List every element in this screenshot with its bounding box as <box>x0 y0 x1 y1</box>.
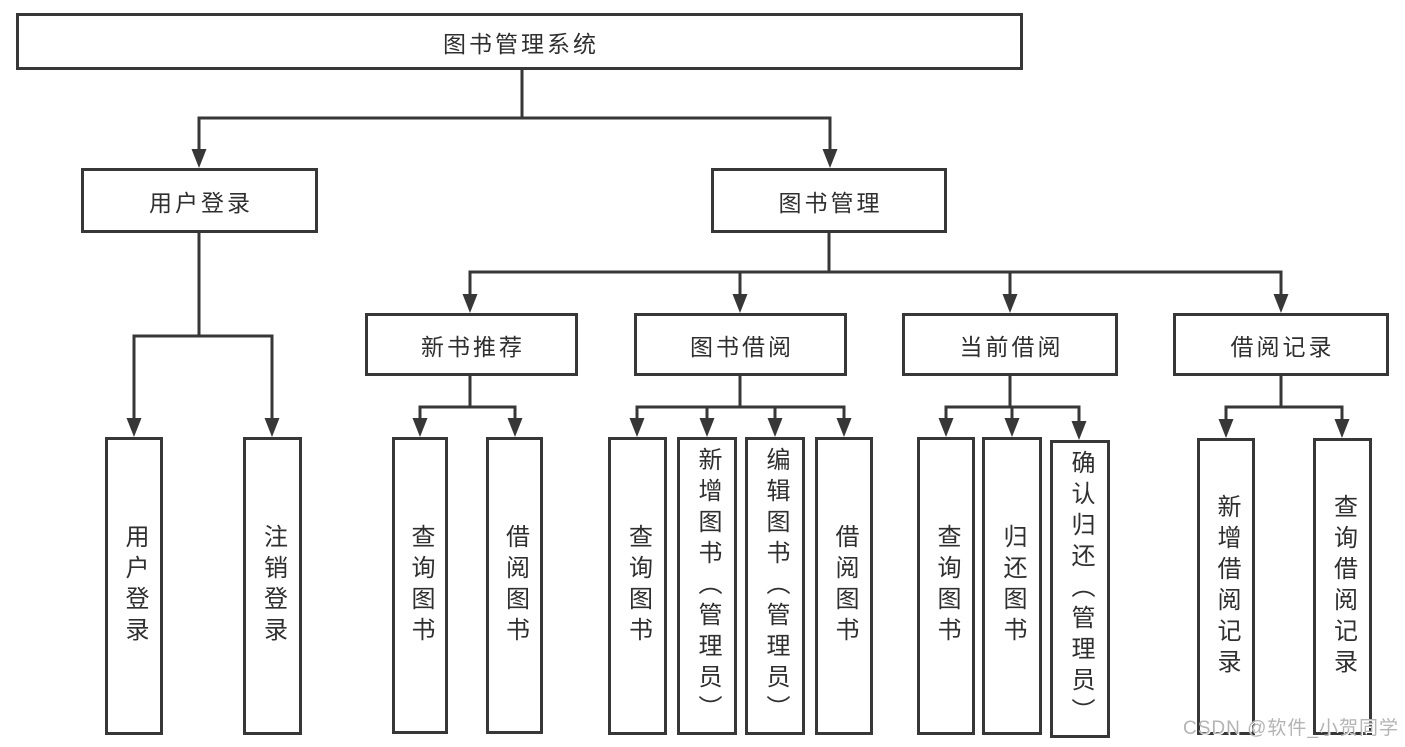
node-book-borrowing: 图书借阅 <box>634 313 847 376</box>
node-user-login: 用户登录 <box>81 168 318 233</box>
node-label: 图书管理系统 <box>443 30 599 57</box>
node-nbr-borrow-books: 借阅图书 <box>486 437 543 734</box>
node-label: 注销登录 <box>259 524 287 648</box>
node-label: 新书推荐 <box>421 333 525 360</box>
node-label: 用户登录 <box>149 189 253 216</box>
node-label: 图书管理 <box>778 189 883 216</box>
node-label: 确认归还（管理员） <box>1067 449 1094 729</box>
node-bb-query-books: 查询图书 <box>608 437 667 735</box>
node-current-borrowing: 当前借阅 <box>902 313 1118 376</box>
node-br-query-record: 查询借阅记录 <box>1313 438 1372 735</box>
node-label: 归还图书 <box>999 524 1026 648</box>
node-cb-confirm-return-admin: 确认归还（管理员） <box>1050 440 1110 738</box>
node-label: 新增借阅记录 <box>1213 493 1240 680</box>
node-borrowing-records: 借阅记录 <box>1173 313 1389 376</box>
node-label: 当前借阅 <box>959 333 1064 360</box>
node-cb-return-books: 归还图书 <box>982 437 1042 735</box>
node-label: 借阅记录 <box>1230 333 1335 360</box>
node-label: 新增图书（管理员） <box>694 446 721 726</box>
node-label: 查询图书 <box>624 524 652 648</box>
node-book-management: 图书管理 <box>711 168 947 233</box>
node-cb-query-books: 查询图书 <box>917 437 975 735</box>
node-root: 图书管理系统 <box>16 13 1023 70</box>
node-label: 编辑图书（管理员） <box>762 446 789 726</box>
node-label: 查询图书 <box>407 523 434 648</box>
node-leaf-logout: 注销登录 <box>243 437 302 735</box>
node-br-add-record: 新增借阅记录 <box>1197 438 1255 735</box>
node-bb-borrow-books: 借阅图书 <box>815 437 873 735</box>
node-nbr-query-books: 查询图书 <box>392 437 448 734</box>
node-bb-add-books-admin: 新增图书（管理员） <box>677 437 737 735</box>
node-label: 图书借阅 <box>690 333 794 360</box>
node-label: 查询借阅记录 <box>1329 493 1357 680</box>
node-bb-edit-books-admin: 编辑图书（管理员） <box>745 437 805 735</box>
node-leaf-user-login: 用户登录 <box>105 437 163 735</box>
node-label: 查询图书 <box>933 524 960 648</box>
node-new-book-recommend: 新书推荐 <box>365 313 578 376</box>
node-label: 借阅图书 <box>501 523 529 648</box>
node-label: 用户登录 <box>121 524 148 648</box>
node-label: 借阅图书 <box>831 524 858 648</box>
